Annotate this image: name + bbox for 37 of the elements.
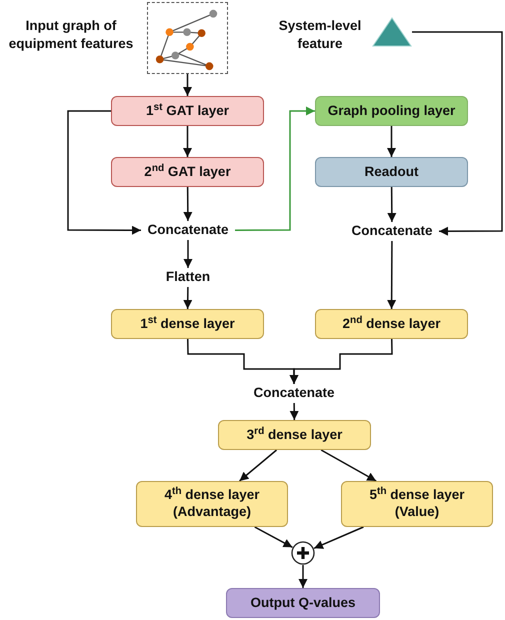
arrow — [183, 74, 192, 96]
arrow — [387, 126, 396, 157]
arrow — [183, 126, 192, 157]
text-label: Concatenate — [247, 384, 341, 403]
text-label: Flatten — [158, 268, 218, 287]
arrow — [412, 31, 503, 236]
arrow — [314, 526, 364, 549]
node-caption: System-level feature — [278, 17, 362, 52]
layer-box: Graph pooling layer — [315, 96, 468, 126]
layer-box: 3$^{rd}$ dense layer — [218, 420, 371, 450]
layer-box: 1$^{st}$ GAT layer — [111, 96, 264, 126]
arrow — [183, 187, 192, 221]
layer-box: 5$^{th}$ dense layer (Value) — [341, 481, 493, 527]
arrow — [290, 403, 299, 420]
arrow — [235, 106, 315, 232]
arrow — [67, 110, 141, 235]
arrow — [254, 526, 293, 548]
arrow — [387, 187, 396, 222]
arrow — [183, 286, 192, 309]
layer-box: 1$^{st}$ dense layer — [111, 309, 264, 339]
arrow — [387, 241, 396, 309]
plus-circle-icon — [291, 541, 315, 565]
arrow — [320, 449, 377, 482]
arrow — [290, 338, 393, 384]
readout-box: Readout — [315, 157, 468, 187]
output-box: Output Q-values — [226, 588, 380, 618]
graph-drawing — [147, 2, 228, 74]
triangle-icon — [372, 17, 412, 47]
layer-box: 2$^{nd}$ dense layer — [315, 309, 468, 339]
layer-box: 4$^{th}$ dense layer (Advantage) — [136, 481, 288, 527]
text-label: Concatenate — [141, 221, 235, 240]
node-caption: Input graph of equipment features — [8, 17, 134, 52]
arrow — [239, 449, 278, 482]
text-label: Concatenate — [345, 222, 439, 241]
layer-box: 2$^{nd}$ GAT layer — [111, 157, 264, 187]
arrow — [184, 240, 192, 268]
arrow — [298, 565, 308, 588]
